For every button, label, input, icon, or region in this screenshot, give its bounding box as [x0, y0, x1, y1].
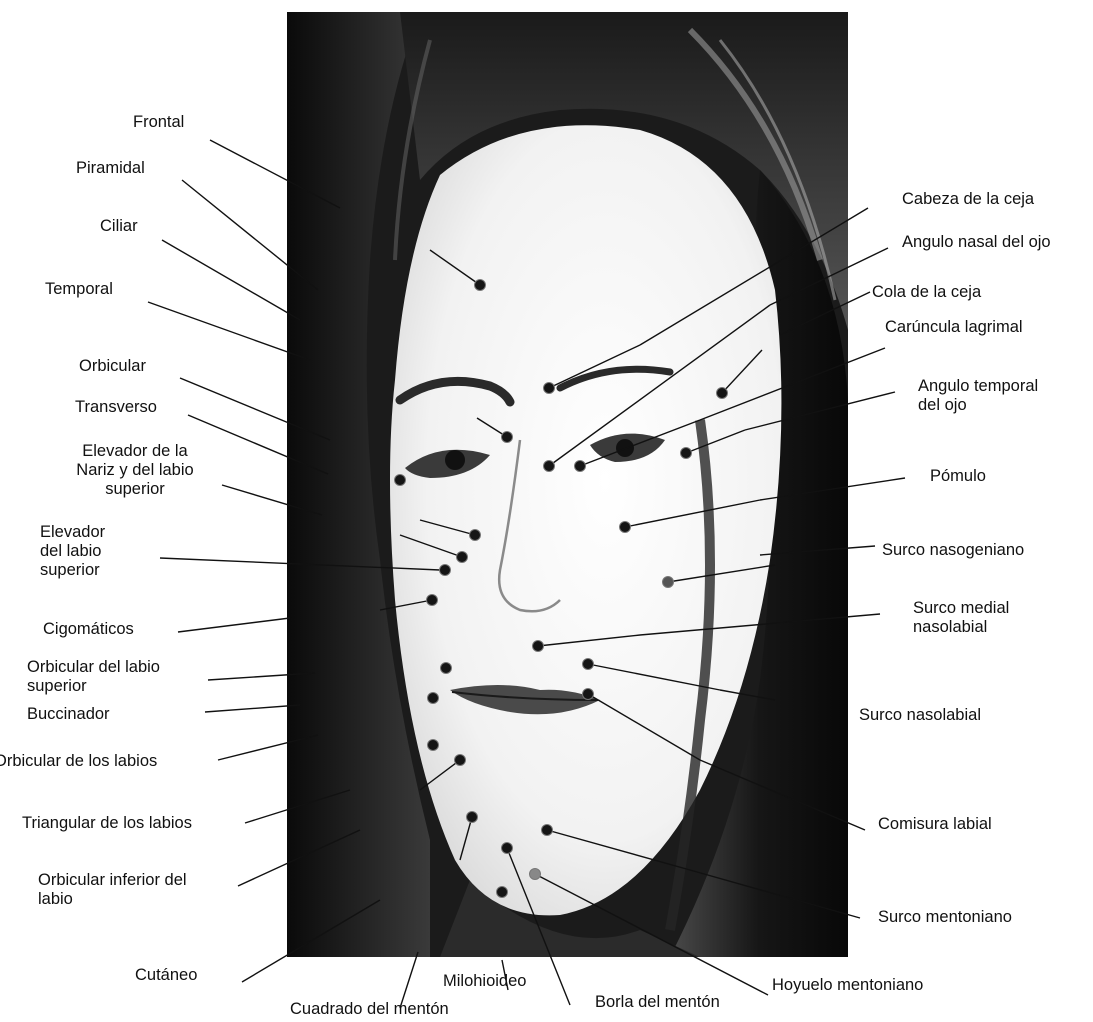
dot-orbicular-labio-superior — [441, 663, 452, 674]
dot-milohioideo — [497, 887, 508, 898]
label-borla: Borla del mentón — [595, 993, 720, 1012]
label-orbicular: Orbicular — [79, 357, 146, 376]
dot-elevador-labio-b — [440, 565, 451, 576]
dot-orbicular-labios — [428, 740, 439, 751]
dot-comisura — [583, 689, 594, 700]
label-cutaneo: Cutáneo — [135, 966, 197, 985]
label-surco-medial: Surco medial nasolabial — [913, 599, 1009, 637]
label-orbicular-labios: Orbicular de los labios — [0, 752, 157, 771]
dot-surco-medial — [533, 641, 544, 652]
label-comisura: Comisura labial — [878, 815, 992, 834]
label-angulo-nasal: Angulo nasal del ojo — [902, 233, 1051, 252]
dot-elevador-labio-a — [457, 552, 468, 563]
dot-hoyuelo — [530, 869, 541, 880]
label-transverso: Transverso — [75, 398, 157, 417]
label-pomulo: Pómulo — [930, 467, 986, 486]
dot-caruncula — [575, 461, 586, 472]
dot-orbicular — [395, 475, 406, 486]
label-milohioideo: Milohioideo — [443, 972, 526, 991]
label-temporal: Temporal — [45, 280, 113, 299]
label-frontal: Frontal — [133, 113, 184, 132]
label-ciliar: Ciliar — [100, 217, 138, 236]
label-orbicular-labio-superior: Orbicular del labio superior — [27, 658, 160, 696]
label-surco-nasolabial: Surco nasolabial — [859, 706, 981, 725]
label-elevador-labio: Elevador del labio superior — [40, 523, 105, 580]
dot-cigomaticos — [427, 595, 438, 606]
label-piramidal: Piramidal — [76, 159, 145, 178]
label-surco-mentoniano: Surco mentoniano — [878, 908, 1012, 927]
label-cigomaticos: Cigomáticos — [43, 620, 134, 639]
dot-surco-nasogeniano — [663, 577, 674, 588]
dot-surco-nasolabial — [583, 659, 594, 670]
dot-cabeza-ceja — [544, 383, 555, 394]
dot-triangular — [455, 755, 466, 766]
dot-buccinador — [428, 693, 439, 704]
label-cola-ceja: Cola de la ceja — [872, 283, 981, 302]
dot-cola-ceja — [717, 388, 728, 399]
label-elevador-nariz: Elevador de la Nariz y del labio superio… — [50, 442, 220, 499]
dot-angulo-temporal — [681, 448, 692, 459]
dot-orbicular-inferior — [467, 812, 478, 823]
label-angulo-temporal: Angulo temporal del ojo — [918, 377, 1038, 415]
label-orbicular-inferior: Orbicular inferior del labio — [38, 871, 187, 909]
dot-surco-mentoniano — [542, 825, 553, 836]
dot-piramidal — [502, 432, 513, 443]
label-hoyuelo: Hoyuelo mentoniano — [772, 976, 923, 995]
dot-pomulo — [620, 522, 631, 533]
dot-elevador-nariz — [470, 530, 481, 541]
label-cuadrado: Cuadrado del mentón — [290, 1000, 449, 1019]
label-cabeza-ceja: Cabeza de la ceja — [902, 190, 1034, 209]
label-caruncula: Carúncula lagrimal — [885, 318, 1023, 337]
dot-borla — [502, 843, 513, 854]
label-triangular: Triangular de los labios — [22, 814, 192, 833]
label-surco-nasogeniano: Surco nasogeniano — [882, 541, 1024, 560]
label-buccinador: Buccinador — [27, 705, 110, 724]
dot-frontal — [475, 280, 486, 291]
dot-angulo-nasal — [544, 461, 555, 472]
